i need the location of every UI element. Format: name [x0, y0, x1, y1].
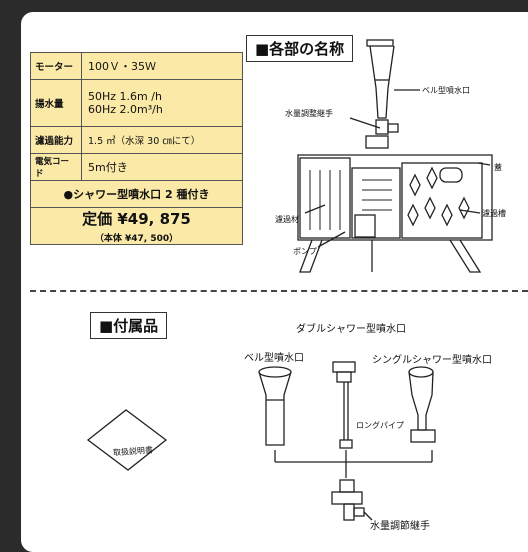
spec-value: 50Hz 1.6m /h 60Hz 2.0m³/h [81, 79, 243, 127]
spec-key: モーター [30, 52, 82, 80]
label-bell-acc: ベル型噴水口 [244, 353, 304, 364]
bell-nozzle-top [366, 39, 394, 47]
parts-title: ■各部の名称 [246, 35, 354, 62]
label-media: 濾過材 [275, 215, 299, 224]
label-joint-acc: 水量調節継手 [370, 521, 430, 532]
label-joint: 水量調整継手 [285, 109, 333, 118]
table-row: 濾過能力 1.5 ㎥（水深 30 ㎝にて） [30, 126, 243, 154]
label-tank: 濾過槽 [482, 209, 506, 218]
label-lid: 蓋 [494, 163, 502, 172]
label-single: シングルシャワー型噴水口 [372, 355, 492, 366]
price-cell: 定価 ¥49, 875 （本体 ¥47, 500） [30, 207, 243, 245]
manual-shape [86, 409, 168, 471]
flow-50hz: 50Hz 1.6m /h [88, 90, 162, 103]
spec-value: 1.5 ㎥（水深 30 ㎝にて） [81, 126, 243, 154]
label-pipe: ロングパイプ [356, 421, 404, 430]
section-divider [30, 290, 528, 292]
table-row: ●シャワー型噴水口 2 種付き [30, 180, 243, 208]
bell-nozzle-body [369, 45, 395, 119]
table-row: モーター 100Ｖ・35Ｗ [30, 52, 243, 80]
label-bell: ベル型噴水口 [422, 86, 470, 95]
price-base: （本体 ¥47, 500） [94, 234, 179, 244]
shower-note: ●シャワー型噴水口 2 種付き [30, 180, 243, 208]
price-label: 定価 ¥49, 875 [82, 210, 191, 228]
spec-value: 100Ｖ・35Ｗ [81, 52, 243, 80]
spec-value: 5m付き [81, 153, 243, 181]
table-row: 電気コード 5m付き [30, 153, 243, 181]
flow-60hz: 60Hz 2.0m³/h [88, 103, 163, 116]
spec-table: モーター 100Ｖ・35Ｗ 揚水量 50Hz 1.6m /h 60Hz 2.0m… [30, 52, 243, 245]
filter-body [297, 154, 493, 241]
accessories-title: ■付属品 [90, 312, 168, 339]
spec-key: 濾過能力 [30, 126, 82, 154]
label-double: ダブルシャワー型噴水口 [296, 324, 406, 335]
table-row: 揚水量 50Hz 1.6m /h 60Hz 2.0m³/h [30, 79, 243, 127]
table-row: 定価 ¥49, 875 （本体 ¥47, 500） [30, 207, 243, 245]
label-pump: ポンプ [293, 247, 317, 256]
